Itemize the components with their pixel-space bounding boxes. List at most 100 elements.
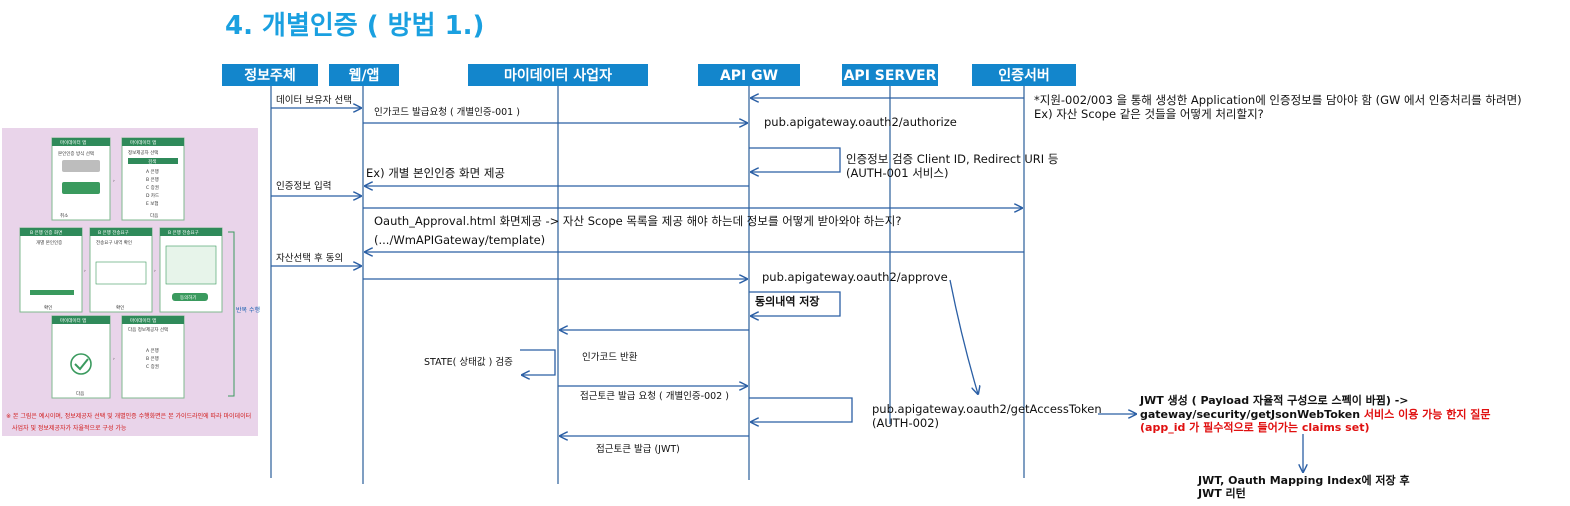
label-consent-save: 동의내역 저장 — [755, 294, 820, 308]
phone-title: 마이데이터 앱 — [130, 139, 156, 146]
search-bar — [128, 158, 178, 164]
arrow-approve-to-gettoken — [949, 279, 978, 394]
phone-header — [160, 228, 222, 236]
arrow-self-verify — [749, 147, 841, 172]
bank-item: B 은행 — [146, 176, 159, 183]
note-app-auth-info: *지원-002/003 을 통해 생성한 Application에 인증정보를 … — [1034, 93, 1522, 107]
agree-pill — [172, 293, 208, 301]
phone-header — [20, 228, 82, 236]
phone-next: 다음 — [150, 212, 158, 219]
label-asset-select: 자산선택 후 동의 — [276, 253, 343, 264]
label-jwt-service: gateway/security/getJsonWebToken 서비스 이용 … — [1140, 407, 1491, 421]
flow-arrow-icon: › — [113, 357, 115, 362]
account-list — [95, 261, 147, 285]
actor-box-mydata-operator — [468, 64, 648, 86]
phone-auth-method — [51, 137, 111, 221]
actor-label-mydata-operator: 마이데이터 사업자 — [504, 67, 612, 84]
actor-label-data-subject: 정보주체 — [244, 67, 296, 84]
phone-provider-select — [121, 137, 185, 221]
phone-bank-auth — [19, 227, 83, 313]
actor-label-api-server: API SERVER — [844, 68, 937, 84]
actor-label-api-gw: API GW — [720, 68, 778, 84]
label-jwt-service-path: gateway/security/getJsonWebToken — [1140, 408, 1360, 421]
next-provider-label: 다음 정보제공자 선택 — [128, 326, 168, 333]
bank-item: C 증권 — [146, 184, 159, 191]
phone-title: 마이데이터 앱 — [60, 317, 86, 324]
phone-cancel: 취소 — [60, 212, 68, 219]
search-label: 검색 — [148, 158, 156, 165]
app-flow-screenshot: 마이데이터 앱 본인인증 방식 선택 취소 마이데이터 앱 정보제공자 선택 검… — [2, 128, 260, 436]
messages: 데이터 보유자 선택 인가코드 발급요청 ( 개별인증-001 ) pub.ap… — [271, 93, 1522, 500]
label-individual-screen: Ex) 개별 본인인증 화면 제공 — [366, 166, 505, 180]
phone-header — [90, 228, 152, 236]
bank-item: B 은행 — [146, 355, 159, 362]
bank-item: A 은행 — [146, 347, 159, 354]
label-jwt-claims: (app_id 가 필수적으로 들어가는 claims set) — [1140, 420, 1369, 434]
label-verify-service: (AUTH-001 서비스) — [846, 166, 948, 180]
auth-option-individual — [62, 182, 100, 194]
label-auth-code-return: 인가코드 반환 — [582, 351, 638, 363]
bank-item: E 보험 — [146, 201, 159, 207]
transfer-title: B 은행 전송요구 — [168, 229, 199, 236]
arrow-self-consent-save — [749, 291, 841, 316]
label-auth-code-request: 인가코드 발급요청 ( 개별인증-001 ) — [374, 107, 520, 118]
actor-label-web-app: 웹/앱 — [349, 68, 380, 84]
arrow-state-check — [520, 349, 556, 375]
label-jwt-save: JWT, Oauth Mapping Index에 저장 후 — [1197, 473, 1410, 487]
flow-arrow-icon: › — [113, 179, 115, 184]
phone-next: 다음 — [76, 390, 84, 397]
screenshot-footer-line2: 사업자 및 정보제공자가 자율적으로 구성 가능 — [12, 424, 127, 432]
actor-box-auth-server — [972, 64, 1076, 86]
actor-box-api-gw — [698, 64, 800, 86]
individual-auth-label: 개별 본인인증 — [36, 239, 62, 246]
auth-option-shared — [62, 160, 100, 172]
actor-label-auth-server: 인증서버 — [998, 67, 1050, 84]
label-token-issue: 접근토큰 발급 (JWT) — [596, 443, 680, 455]
check-icon — [74, 358, 89, 371]
actor-box-api-server — [842, 64, 938, 86]
flow-arrow-icon: › — [84, 269, 86, 274]
bank-auth-confirm: 확인 — [44, 304, 52, 311]
label-approval-template: (.../WmAPIGateway/template) — [374, 233, 545, 247]
bank-item: A 은행 — [146, 168, 159, 175]
transfer-request-label: 전송요구 내역 확인 — [96, 239, 132, 246]
phone-next-provider — [121, 315, 185, 399]
label-token-request: 접근토큰 발급 요청 ( 개별인증-002 ) — [580, 390, 729, 402]
label-approve-endpoint: pub.apigateway.oauth2/approve — [762, 270, 948, 284]
repeat-bracket — [228, 231, 235, 397]
sms-bar — [30, 290, 74, 295]
phone-header — [52, 316, 110, 324]
repeat-label: 반복 수행 — [236, 306, 260, 314]
phone-title: 마이데이터 앱 — [60, 139, 86, 146]
phone-title: 마이데이터 앱 — [130, 317, 156, 324]
label-jwt-create: JWT 생성 ( Payload 자율적 구성으로 스펙이 바뀜) -> — [1139, 393, 1409, 407]
actor-box-data-subject — [222, 64, 318, 86]
actor-box-web-app — [329, 64, 399, 86]
agree-label: 동의하기 — [180, 294, 197, 301]
auth-method-label: 본인인증 방식 선택 — [58, 150, 94, 157]
provider-select-label: 정보제공자 선택 — [128, 149, 158, 156]
label-select-provider: 데이터 보유자 선택 — [276, 95, 352, 106]
label-get-token-service: (AUTH-002) — [872, 416, 939, 430]
label-authorize-endpoint: pub.apigateway.oauth2/authorize — [764, 115, 957, 129]
label-verify-client: 인증정보 검증 Client ID, Redirect URI 등 — [846, 152, 1058, 166]
label-approval-page: Oauth_Approval.html 화면제공 -> 자산 Scope 목록을… — [374, 214, 901, 228]
phone-header — [122, 316, 184, 324]
check-circle-icon — [70, 353, 92, 375]
transfer-title: B 은행 전송요구 — [98, 229, 129, 236]
phone-header — [52, 138, 110, 146]
bank-item: D 카드 — [146, 192, 159, 199]
actor-header-row: 정보주체 웹/앱 마이데이터 사업자 API GW API SERVER 인증서… — [222, 64, 1076, 86]
label-state-check: STATE( 상태값 ) 검증 — [424, 356, 513, 368]
page-title: 4. 개별인증 ( 방법 1.) — [225, 11, 484, 41]
flow-arrow-icon: › — [154, 269, 156, 274]
label-jwt-service-question: 서비스 이용 가능 한지 질문 — [1360, 407, 1490, 421]
scope-box — [165, 245, 217, 285]
note-asset-scope-question: Ex) 자산 Scope 같은 것들을 어떻게 처리할지? — [1034, 107, 1264, 121]
lifelines — [270, 86, 1025, 484]
bank-auth-title: B 은행 인증 화면 — [30, 229, 62, 236]
screenshot-footer-line1: ※ 본 그림은 예시이며, 정보제공자 선택 및 개별인증 수행화면은 본 가이… — [6, 412, 251, 420]
label-jwt-return: JWT 리턴 — [1197, 486, 1246, 500]
label-get-token-endpoint: pub.apigateway.oauth2/getAccessToken — [872, 402, 1102, 416]
